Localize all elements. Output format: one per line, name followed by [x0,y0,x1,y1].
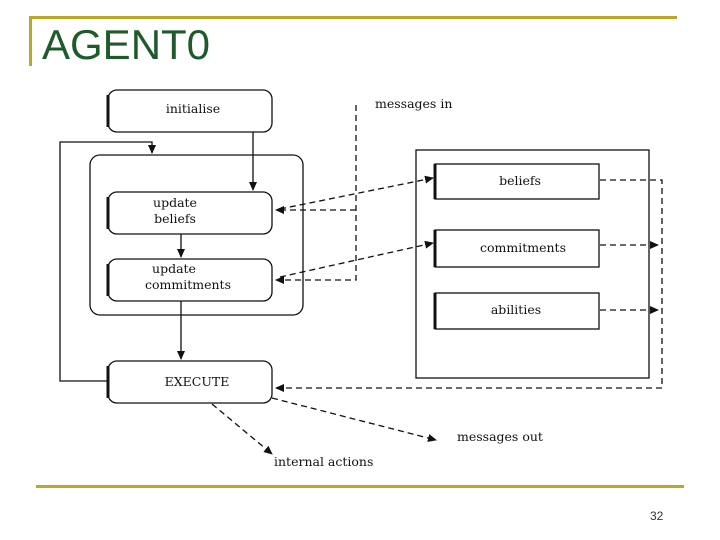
internal-actions-arrow [211,403,273,455]
commitments-label: commitments [480,240,566,255]
message-flow-arrows [211,105,663,455]
internal-actions-label: internal actions [274,454,373,469]
update-beliefs-label-line2: beliefs [154,211,196,226]
initialise-box: initialise [106,89,273,133]
bottom-rule [36,485,684,488]
abilities-label: abilities [491,302,541,317]
initialise-label: initialise [166,101,220,116]
knowledge-base-frame [415,149,650,379]
execute-label: EXECUTE [165,374,230,389]
commitments-box: commitments [433,229,600,268]
beliefs-label: beliefs [499,173,541,188]
top-rule [29,16,677,19]
abilities-box: abilities [433,292,600,330]
control-flow-arrows [59,132,257,382]
update-beliefs-box: update beliefs [106,191,273,235]
update-commitments-label-line1: update [152,261,196,276]
update-commitments-box: update commitments [106,258,273,302]
page-number: 32 [650,509,664,523]
update-commitments-label-line2: commitments [145,277,231,292]
update-beliefs-to-beliefs-arrow [279,175,434,210]
messages-out-arrow [271,397,437,442]
kb-to-execute-arrow [275,179,663,392]
slide-title: AGENT0 [42,21,211,68]
beliefs-box: beliefs [433,163,600,200]
update-beliefs-label-line1: update [153,195,197,210]
update-group-frame [89,154,304,316]
execute-box: EXECUTE [106,360,273,404]
messages-out-label: messages out [457,429,543,444]
messages-in-arrow [275,105,357,284]
messages-in-label: messages in [375,96,452,111]
execute-loop-back-arrow [59,141,156,382]
update-commitments-to-commitments-arrow [279,240,434,278]
left-rule [29,16,32,66]
